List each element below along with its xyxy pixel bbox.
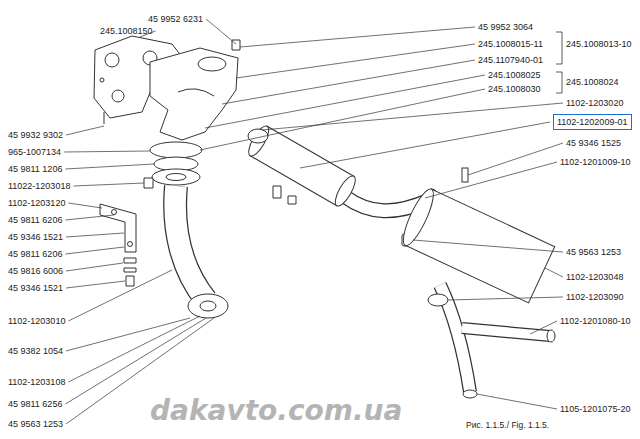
part-number: 245.1008030 <box>488 84 541 94</box>
part-number: 245.1008025 <box>488 70 541 80</box>
leader-line <box>66 233 124 237</box>
part-number: 45 9816 6006 <box>8 266 63 276</box>
part-number: 45 9811 6206 <box>8 215 62 225</box>
part-number: 45 9811 6256 <box>8 399 62 409</box>
leader-line <box>66 281 125 288</box>
part-number: 1102-1202009-01 <box>557 117 628 127</box>
part-number: 45 9811 6206 <box>8 249 62 259</box>
part-number: 45 9563 1253 <box>8 419 63 429</box>
highlight-box: 1102-1202009-01 <box>553 114 632 130</box>
leader-line <box>200 89 485 150</box>
part-number: 1102-1203120 <box>8 198 65 208</box>
part-number: 1105-1201075-20 <box>560 404 630 414</box>
leader-line <box>530 321 557 334</box>
leader-line <box>65 247 124 254</box>
leader-line <box>205 75 485 128</box>
leader-line <box>413 240 563 252</box>
part-number: 11022-1203018 <box>8 181 70 191</box>
part-number: 45 9346 1525 <box>566 138 621 148</box>
leader-line <box>66 263 123 271</box>
leader-line <box>477 394 557 409</box>
part-number: 45 9952 6231 <box>148 14 203 24</box>
part-number: 245.1008015-11 <box>478 39 543 49</box>
leader-line <box>66 318 190 351</box>
leader-line <box>448 297 563 300</box>
watermark: dakavto.com.ua <box>150 396 402 426</box>
part-number: 245.1107940-01 <box>478 55 543 65</box>
leader-line <box>66 126 104 135</box>
leader-line <box>64 151 150 152</box>
part-number: 1102-1203020 <box>566 98 623 108</box>
leader-line <box>65 318 206 404</box>
part-number: 1102-1203048 <box>566 272 623 282</box>
part-number: 965-1007134 <box>8 147 61 157</box>
part-number: 1102-1203090 <box>566 292 623 302</box>
part-number: 245.1008024 <box>566 77 619 87</box>
part-number: 45 9563 1253 <box>566 247 621 257</box>
leader-line <box>65 164 154 169</box>
leader-line <box>425 162 557 198</box>
part-number: 45 9346 1521 <box>8 283 63 293</box>
leader-line <box>300 122 550 168</box>
part-number: 45 9811 1206 <box>8 164 62 174</box>
part-number: 1102-1203108 <box>8 377 65 387</box>
leader-line <box>240 27 475 47</box>
leader-line <box>222 60 475 104</box>
part-number: 45 9952 3064 <box>478 22 533 32</box>
leader-line <box>73 183 144 186</box>
leader-line <box>68 203 102 208</box>
leader-line <box>236 44 475 78</box>
leader-line <box>68 270 172 321</box>
leader-line <box>65 215 114 220</box>
leader-line <box>468 143 563 175</box>
part-number: 1102-1201080-10 <box>560 316 630 326</box>
leader-line <box>68 316 200 382</box>
leader-line <box>206 19 236 44</box>
figure-caption: Рис. 1.1.5./ Fig. 1.1.5. <box>466 420 549 430</box>
part-number: 1102-1203010 <box>8 316 65 326</box>
leader-line <box>262 103 563 130</box>
part-number: 45 9382 1054 <box>8 346 63 356</box>
leader-line <box>545 268 563 277</box>
part-number: 45 9346 1521 <box>8 232 63 242</box>
part-number: 1102-1201009-10 <box>560 157 630 167</box>
part-number: 245.1008013-10 <box>566 39 632 49</box>
part-number: 45 9932 9302 <box>8 130 63 140</box>
part-number: 245.1008150 <box>100 26 153 36</box>
